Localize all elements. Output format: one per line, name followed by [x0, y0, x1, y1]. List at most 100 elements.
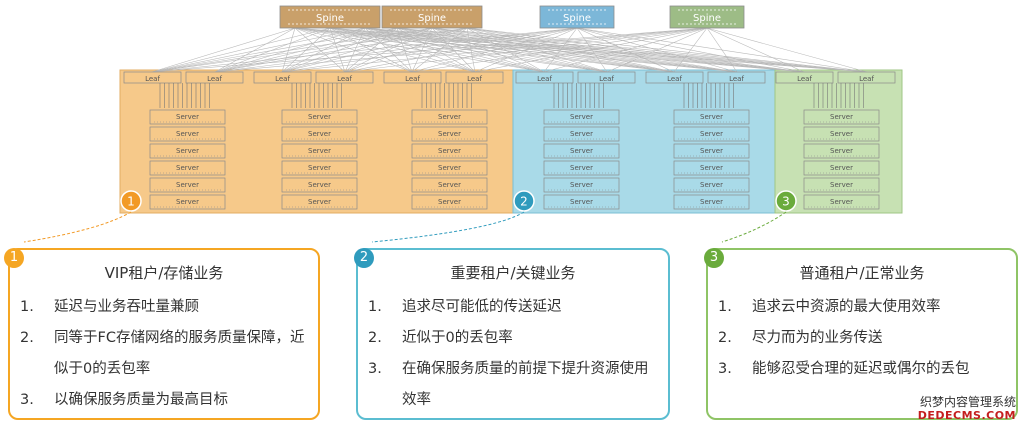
spine-leaf-link: [151, 27, 433, 73]
item-number: 3.: [718, 361, 732, 377]
leaf-switch: [515, 71, 574, 84]
server-label: Server: [308, 113, 331, 121]
server-rack: [543, 177, 620, 193]
card-badge-1: 1: [4, 248, 24, 268]
spine-leaf-link: [281, 27, 708, 73]
card-key-tenant: 重要租户/关键业务 1.追求尽可能低的传送延迟 2.近似于0的丢包率 3.在确保…: [356, 248, 670, 420]
leaf-switch: [645, 71, 704, 84]
server-rack: [149, 126, 226, 142]
item-text: 以确保服务质量为最高目标: [54, 392, 228, 408]
spine-leaf-link: [364, 27, 476, 73]
leaf-label: Leaf: [667, 75, 682, 83]
server-rack: [673, 109, 750, 125]
leaf-switch: [123, 71, 182, 84]
zone-badge-circle: [775, 190, 797, 212]
spine-leaf-link: [329, 27, 738, 73]
spine-leaf-link: [364, 27, 738, 73]
server-rack: [411, 126, 488, 142]
spine-leaf-link: [431, 27, 476, 73]
spine-leaf-link: [151, 27, 398, 73]
zone-badge-circle: [120, 190, 142, 212]
spine-switch: [279, 5, 381, 29]
server-label: Server: [830, 164, 853, 172]
leaf-label: Leaf: [599, 75, 614, 83]
item-number: 1.: [20, 299, 34, 315]
spine-leaf-link: [329, 27, 608, 73]
card-list: 1.追求云中资源的最大使用效率 2.尽力而为的业务传送 3.能够忍受合理的延迟或…: [718, 292, 1006, 385]
leaf-label: Leaf: [405, 75, 420, 83]
server-rack: [673, 143, 750, 159]
spine-leaf-link: [396, 27, 545, 73]
zone-badge-circle: [513, 190, 535, 212]
server-rack: [673, 126, 750, 142]
spine-leaf-link: [466, 27, 608, 73]
server-label: Server: [700, 164, 723, 172]
card-normal-tenant: 普通租户/正常业务 1.追求云中资源的最大使用效率 2.尽力而为的业务传送 3.…: [706, 248, 1018, 420]
leaf-label: Leaf: [797, 75, 812, 83]
spine-leaf-link: [431, 27, 738, 73]
leaf-label: Leaf: [729, 75, 744, 83]
spine-leaf-link: [431, 27, 805, 73]
zone-connector: [23, 211, 132, 243]
spine-switch: [539, 5, 615, 29]
spine-leaf-link: [396, 27, 413, 73]
server-label: Server: [570, 113, 593, 121]
server-label: Server: [176, 147, 199, 155]
server-rack: [149, 160, 226, 176]
item-number: 2.: [718, 330, 732, 346]
spine-leaf-link: [673, 27, 708, 73]
spine-leaf-link: [474, 27, 708, 73]
spine-leaf-link: [151, 27, 468, 73]
spine-leaf-link: [411, 27, 468, 73]
spine-leaf-link: [151, 27, 366, 73]
list-item: 3.在确保服务质量的前提下提升资源使用效率: [368, 354, 658, 416]
spine-label: Spine: [316, 13, 344, 24]
leaf-switch: [315, 71, 374, 84]
server-rack: [281, 143, 358, 159]
spine-leaf-link: [606, 27, 708, 73]
server-label: Server: [176, 198, 199, 206]
watermark: 织梦内容管理系统 DEDECMS.COM: [918, 395, 1016, 423]
spine-leaf-link: [151, 27, 296, 73]
card-title: 普通租户/正常业务: [799, 264, 925, 282]
spine-leaf-link: [431, 27, 545, 73]
item-number: 1.: [718, 299, 732, 315]
item-number: 2.: [20, 330, 34, 346]
spine-leaf-link: [214, 27, 578, 73]
leaf-label: Leaf: [275, 75, 290, 83]
spine-label: Spine: [418, 13, 446, 24]
server-label: Server: [438, 147, 461, 155]
item-number: 3.: [368, 361, 382, 377]
leaf-switch: [383, 71, 442, 84]
server-label: Server: [830, 130, 853, 138]
server-rack: [803, 126, 880, 142]
item-number: 2.: [368, 330, 382, 346]
item-text: 同等于FC存储网络的服务质量保障，近似于0的丢包率: [54, 330, 305, 377]
server-rack: [803, 177, 880, 193]
server-label: Server: [830, 181, 853, 189]
server-label: Server: [308, 181, 331, 189]
item-number: 1.: [368, 299, 382, 315]
spine-leaf-link: [396, 27, 868, 73]
spine-leaf-link: [214, 27, 398, 73]
server-rack: [281, 194, 358, 210]
leaf-switch: [775, 71, 834, 84]
server-label: Server: [438, 113, 461, 121]
server-rack: [803, 143, 880, 159]
spine-leaf-link: [281, 27, 296, 73]
card-badge-3: 3: [704, 248, 724, 268]
server-label: Server: [308, 198, 331, 206]
spine-leaf-link: [706, 27, 738, 73]
server-label: Server: [830, 147, 853, 155]
list-item: 3.能够忍受合理的延迟或偶尔的丢包: [718, 354, 1006, 385]
spine-leaf-link: [706, 27, 868, 73]
server-rack: [803, 109, 880, 125]
server-rack: [803, 194, 880, 210]
leaf-switch: [837, 71, 896, 84]
server-rack: [281, 160, 358, 176]
spine-leaf-link: [151, 27, 331, 73]
spine-leaf-link: [214, 27, 366, 73]
spine-leaf-link: [214, 27, 708, 73]
zone-badge-number: 2: [520, 195, 528, 209]
spine-leaf-link: [411, 27, 433, 73]
